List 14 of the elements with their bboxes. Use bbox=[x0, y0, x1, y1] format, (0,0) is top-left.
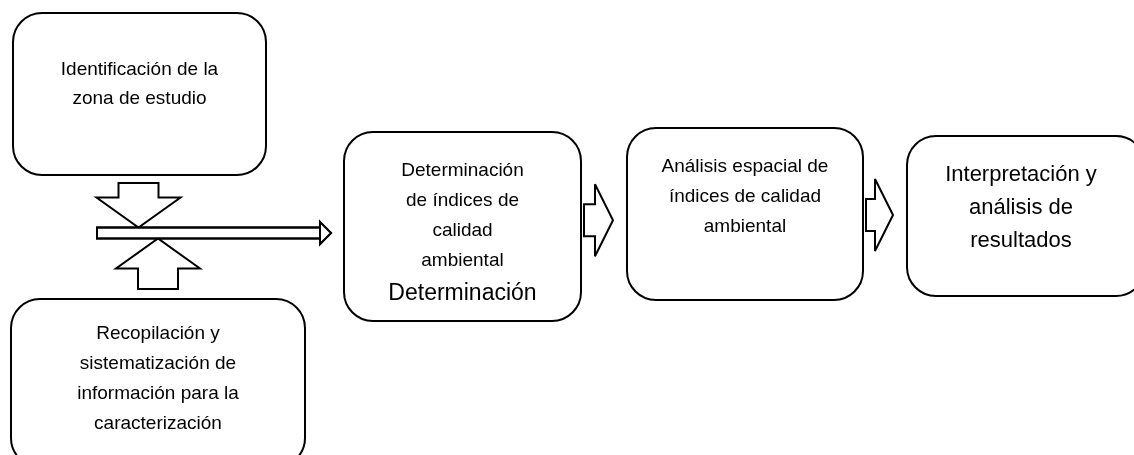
box-text: Identificación de la zona de estudio bbox=[59, 57, 220, 110]
process-box bbox=[343, 131, 582, 322]
block-arrow bbox=[96, 221, 332, 290]
box-text: Recopilación y sistematización de información para la caracterización bbox=[76, 321, 240, 435]
block-arrow bbox=[865, 178, 895, 252]
box-text: Determinación de índices de calidad ambiental bbox=[400, 158, 525, 272]
process-box bbox=[906, 135, 1134, 297]
box-text: Determinación bbox=[388, 278, 537, 307]
block-arrow bbox=[583, 183, 615, 258]
process-box bbox=[626, 127, 864, 301]
box-text: Análisis espacial de índices de calidad ambiental bbox=[660, 154, 830, 238]
box-text: Interpretación y análisis de resultados bbox=[944, 160, 1098, 254]
process-box bbox=[12, 12, 267, 176]
process-box bbox=[10, 298, 306, 455]
